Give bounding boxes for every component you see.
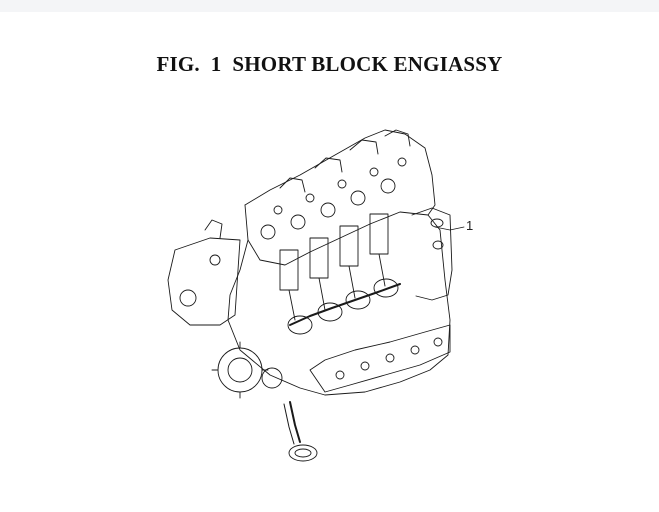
figure-title: FIG. 1 SHORT BLOCK ENGIASSY <box>156 52 503 76</box>
top-strip <box>0 0 659 12</box>
callout-label-1: 1 <box>466 218 474 233</box>
engine-short-block-drawing <box>167 129 465 462</box>
